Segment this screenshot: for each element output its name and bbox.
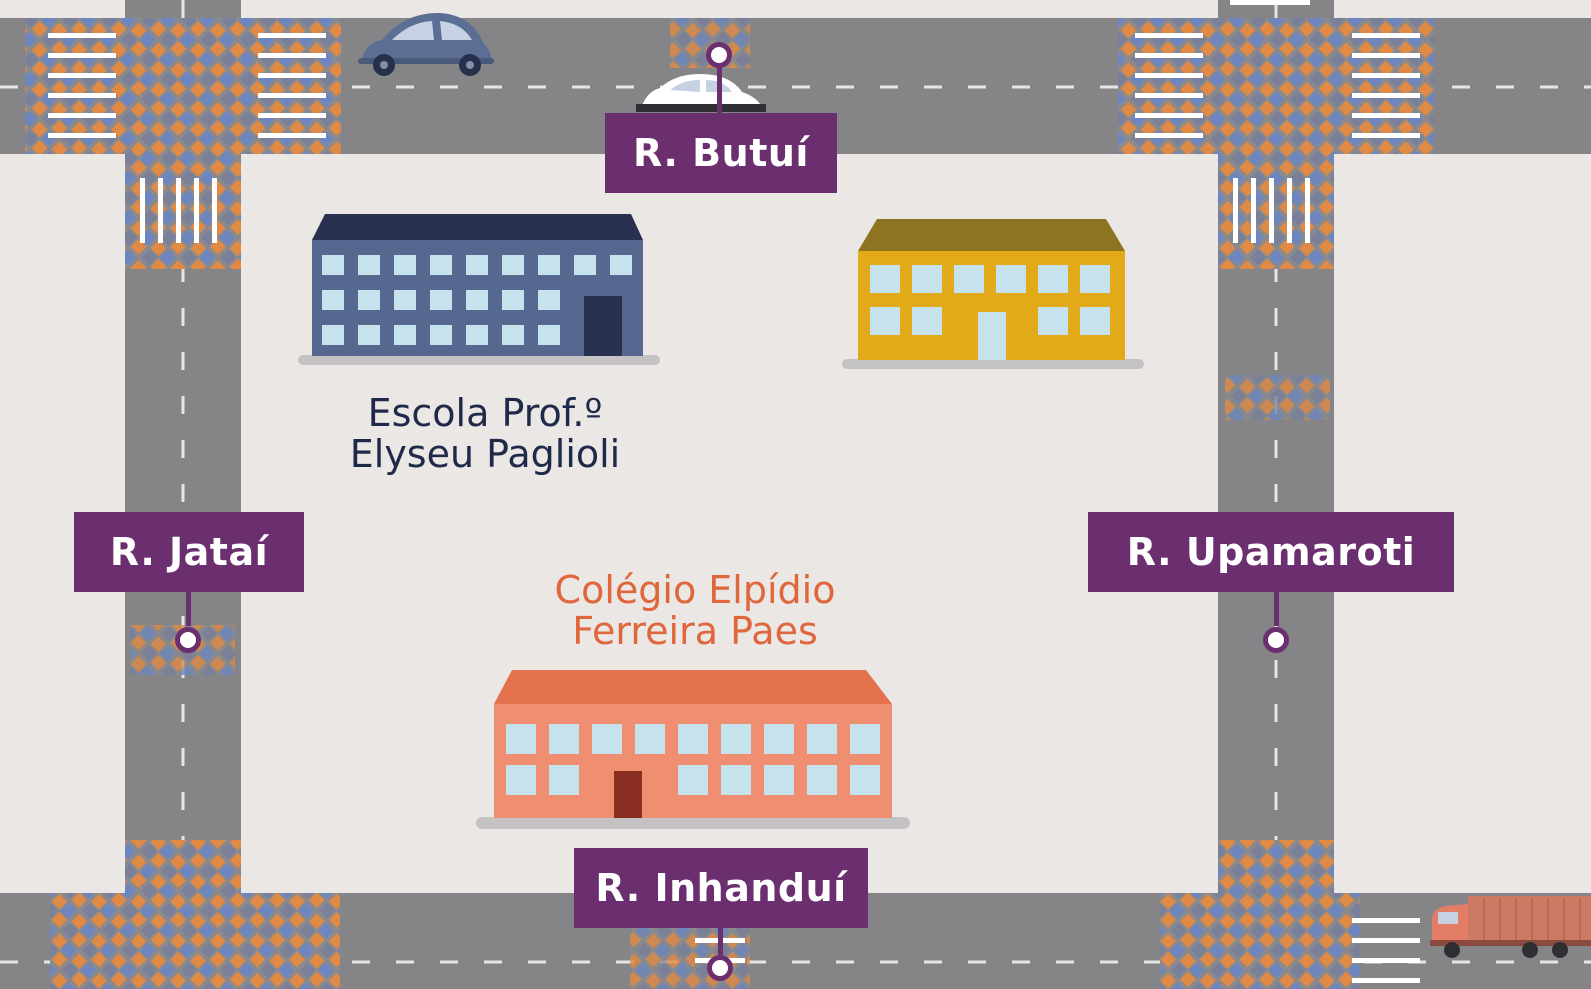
pin-line-left [186,590,191,626]
intersections [25,18,1434,989]
orange-school-name-line2: Ferreira Paes [572,609,818,653]
street-label-right[interactable]: R. Upamaroti [1088,512,1454,592]
police-car-icon [636,74,766,112]
orange-school-building [476,670,910,829]
pin-line-bottom [718,925,723,955]
street-label-left[interactable]: R. Jataí [74,512,304,592]
orange-school-name-line1: Colégio Elpídio [554,568,836,612]
pin-marker-left[interactable] [175,627,201,653]
blue-school-name-line2: Elyseu Paglioli [349,432,621,476]
pin-marker-right[interactable] [1263,627,1289,653]
street-label-top[interactable]: R. Butuí [605,113,837,193]
blue-school-name-line1: Escola Prof.º [367,391,603,435]
truck-icon [1430,896,1591,958]
pin-line-top [717,62,722,114]
vintage-car-icon [358,12,494,76]
street-label-bottom[interactable]: R. Inhanduí [574,848,868,928]
yellow-building [842,219,1144,369]
pin-marker-top[interactable] [706,42,732,68]
blue-school-name: Escola Prof.º Elyseu Paglioli [310,393,660,475]
orange-school-name: Colégio Elpídio Ferreira Paes [505,570,885,652]
crosswalks [48,0,1420,983]
pin-marker-bottom[interactable] [707,955,733,981]
blue-school-building [298,214,660,365]
pin-line-right [1274,590,1279,626]
